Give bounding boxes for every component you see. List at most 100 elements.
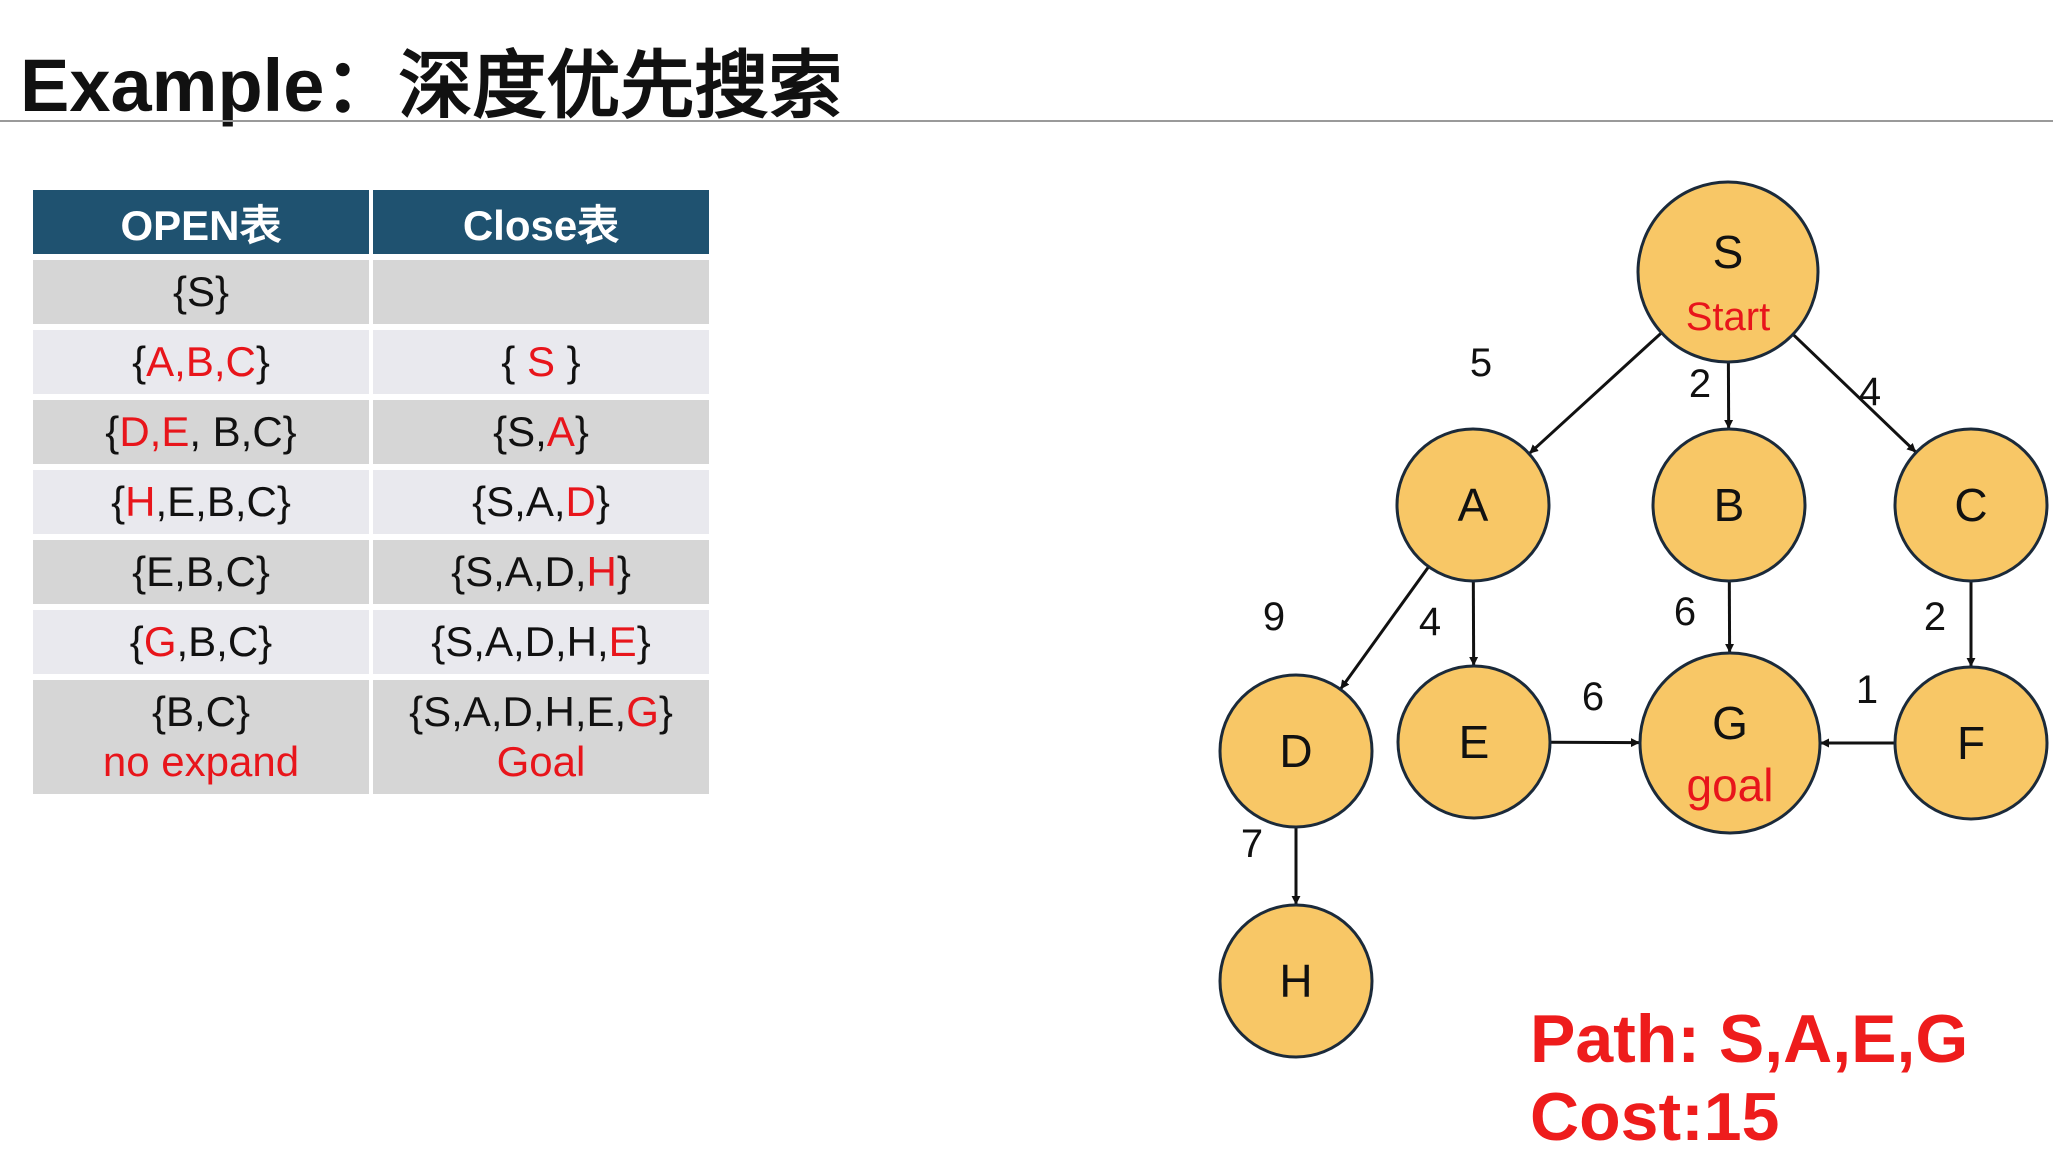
list-segment: {S,A,D,H,	[431, 618, 609, 665]
open-list-value: {A,B,C}	[33, 337, 369, 387]
node-f: F	[1893, 665, 2049, 821]
list-segment: {	[501, 338, 527, 385]
open-list-value: {B,C}	[33, 687, 369, 737]
close-list-cell: {S,A,D}	[373, 470, 709, 534]
list-segment: {S,	[493, 408, 547, 455]
edge-cost-label: 4	[1419, 600, 1441, 644]
list-segment: }	[658, 688, 673, 735]
node-circle	[1636, 180, 1820, 364]
page-title: Example：深度优先搜索	[20, 44, 843, 127]
node-sublabel: goal	[1687, 759, 1774, 811]
node-label: A	[1458, 479, 1489, 531]
list-segment: , B,C}	[189, 408, 297, 455]
open-list-value: {H,E,B,C}	[33, 477, 369, 527]
node-label: S	[1713, 226, 1744, 278]
list-segment: H	[125, 478, 156, 525]
close-list-value: { S }	[373, 337, 709, 387]
edge-cost-label: 2	[1924, 595, 1946, 639]
search-trace-table: OPEN表 Close表 {S}{A,B,C}{ S }{D,E, B,C}{S…	[29, 184, 713, 800]
list-segment: {S}	[172, 268, 230, 315]
edge-a-d	[1339, 565, 1430, 690]
list-segment: }	[636, 618, 651, 665]
close-list-cell: { S }	[373, 330, 709, 394]
table-row: {G,B,C}{S,A,D,H,E}	[33, 610, 709, 674]
node-label: B	[1714, 479, 1745, 531]
close-list-value: {S,A,D,H}	[373, 547, 709, 597]
close-list-cell	[373, 260, 709, 324]
list-segment: }	[574, 408, 589, 455]
list-segment: A	[546, 408, 575, 455]
list-segment: A,B,C	[146, 338, 256, 385]
edge-cost-label: 2	[1689, 362, 1711, 406]
node-circle	[1893, 665, 2049, 821]
open-list-value: {E,B,C}	[33, 547, 369, 597]
close-list-header: Close表	[373, 190, 709, 254]
list-segment: {	[132, 338, 147, 385]
goal-note: Goal	[496, 738, 586, 785]
table-row: {B,C}no expand{S,A,D,H,E,G}Goal	[33, 680, 709, 794]
table-row: {A,B,C}{ S }	[33, 330, 709, 394]
list-segment: D,E	[119, 408, 190, 455]
table-row: {H,E,B,C}{S,A,D}	[33, 470, 709, 534]
list-segment: D	[565, 478, 596, 525]
edge-cost-label: 6	[1674, 590, 1696, 634]
list-segment: {S,A,D,	[451, 548, 587, 595]
list-segment: {	[129, 618, 144, 665]
node-label: C	[1954, 479, 1987, 531]
table-row: {S}	[33, 260, 709, 324]
list-segment: {B,C}	[151, 688, 251, 735]
table-header-row: OPEN表 Close表	[33, 190, 709, 254]
close-list-value: {S,A,D,H,E}	[373, 617, 709, 667]
node-a: A	[1395, 427, 1551, 583]
node-circle	[1218, 903, 1374, 1059]
open-list-value: {S}	[33, 267, 369, 317]
edge-cost-label: 9	[1263, 595, 1285, 639]
list-segment: ,E,B,C}	[155, 478, 291, 525]
open-list-cell: {S}	[33, 260, 369, 324]
list-segment: }	[595, 478, 610, 525]
edge-s-a	[1528, 331, 1663, 455]
edge-cost-label: 7	[1241, 822, 1263, 866]
edge-cost-label: 1	[1856, 668, 1878, 712]
node-e: E	[1396, 664, 1552, 820]
close-list-value: {S,A}	[373, 407, 709, 457]
close-list-cell: {S,A}	[373, 400, 709, 464]
no-expand-note: no expand	[102, 738, 300, 785]
result-path: Path: S,A,E,G	[1530, 1001, 1969, 1077]
open-list-cell: {H,E,B,C}	[33, 470, 369, 534]
node-circle	[1638, 651, 1822, 835]
list-segment: {	[105, 408, 120, 455]
list-segment: }	[616, 548, 631, 595]
open-list-cell: {A,B,C}	[33, 330, 369, 394]
list-segment: ,B,C}	[176, 618, 273, 665]
node-label: H	[1279, 955, 1312, 1007]
list-segment: {S,A,	[472, 478, 566, 525]
open-list-cell: {D,E, B,C}	[33, 400, 369, 464]
open-list-value: {D,E, B,C}	[33, 407, 369, 457]
node-c: C	[1893, 427, 2049, 583]
edge-s-c	[1791, 333, 1917, 453]
node-label: G	[1712, 697, 1748, 749]
edge-cost-label: 4	[1859, 370, 1881, 414]
open-list-value: {G,B,C}	[33, 617, 369, 667]
title-divider	[0, 120, 2053, 122]
open-list-cell: {B,C}no expand	[33, 680, 369, 794]
node-h: H	[1218, 903, 1374, 1059]
node-b: B	[1651, 427, 1807, 583]
close-list-value: {S,A,D,H,E,G}	[373, 687, 709, 737]
open-list-cell: {G,B,C}	[33, 610, 369, 674]
table-row: {D,E, B,C}{S,A}	[33, 400, 709, 464]
list-segment: H	[586, 548, 617, 595]
close-list-cell: {S,A,D,H,E,G}Goal	[373, 680, 709, 794]
node-circle	[1396, 664, 1552, 820]
list-segment: }	[255, 338, 270, 385]
node-label: E	[1459, 716, 1490, 768]
list-segment: G	[143, 618, 177, 665]
list-segment: E	[608, 618, 637, 665]
result-summary: Path: S,A,E,G Cost:15	[1530, 1000, 1968, 1156]
list-segment: S	[526, 338, 555, 385]
edge-cost-label: 6	[1582, 675, 1604, 719]
